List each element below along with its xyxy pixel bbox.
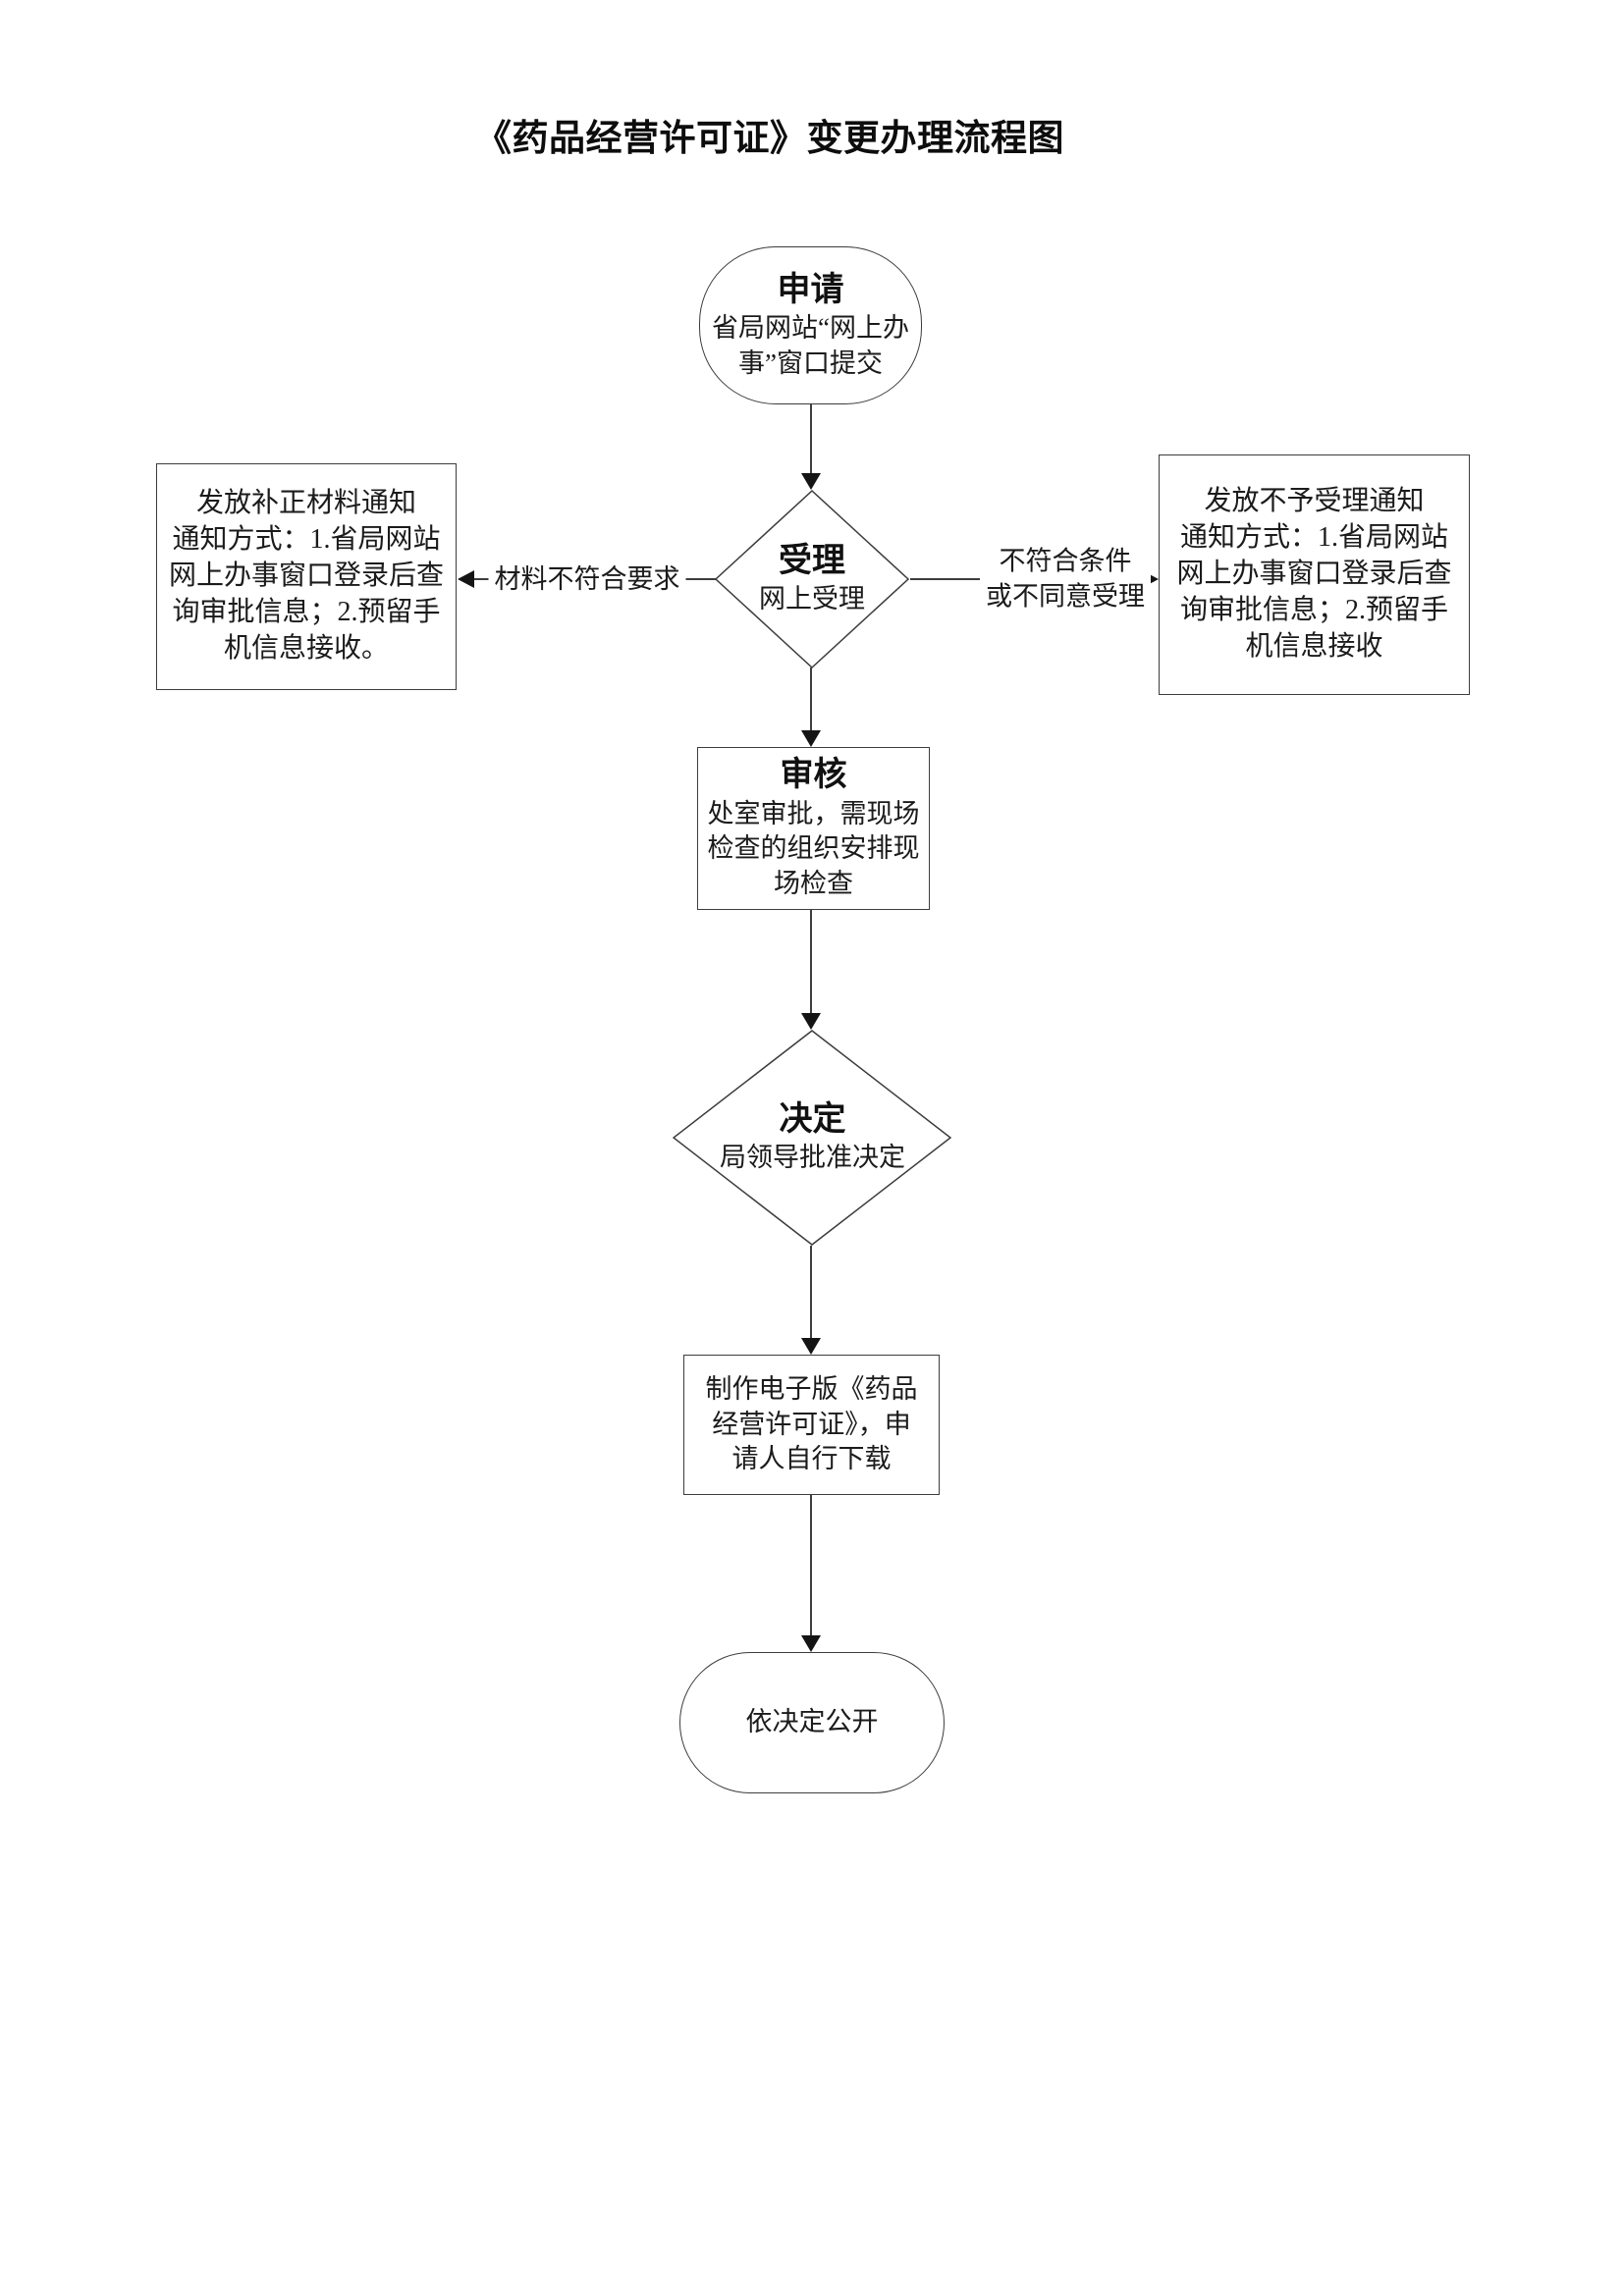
node-apply-heading: 申请 bbox=[777, 271, 844, 308]
node-review: 审核 处室审批，需现场 检查的组织安排现 场检查 bbox=[697, 747, 930, 910]
node-accept-diamond-shape bbox=[715, 490, 909, 668]
node-decision-diamond-shape bbox=[673, 1030, 952, 1246]
arrow-down-icon bbox=[801, 730, 821, 747]
node-reject-heading: 发放不予受理通知 bbox=[1204, 486, 1425, 517]
node-review-heading: 审核 bbox=[780, 757, 847, 794]
connector-accept-review bbox=[810, 667, 812, 730]
node-license: 制作电子版《药品 经营许可证》，申 请人自行下载 bbox=[683, 1355, 940, 1495]
connector-apply-accept bbox=[810, 404, 812, 473]
node-apply-desc: 省局网站“网上办 事”窗口提交 bbox=[712, 313, 909, 378]
node-supplement-heading: 发放补正材料通知 bbox=[195, 488, 416, 519]
node-reject-body: 通知方式：1.省局网站 网上办事窗口登录后查 询审批信息；2.预留手 机信息接收 bbox=[1176, 522, 1452, 662]
edge-material-label: 材料不符合要求 bbox=[488, 559, 686, 600]
connector-decision-license bbox=[810, 1246, 812, 1338]
connector-review-decision bbox=[810, 910, 812, 1013]
connector-license-publish bbox=[810, 1495, 812, 1635]
edge-conditions-label: 不符合条件 或不同意受理 bbox=[980, 541, 1151, 617]
node-supplement-notice: 发放补正材料通知 通知方式：1.省局网站 网上办事窗口登录后查 询审批信息；2.… bbox=[156, 463, 457, 690]
page-title: 《药品经营许可证》变更办理流程图 bbox=[475, 118, 1064, 158]
node-review-desc: 处室审批，需现场 检查的组织安排现 场检查 bbox=[707, 798, 920, 899]
node-supplement-body: 通知方式：1.省局网站 网上办事窗口登录后查 询审批信息；2.预留手 机信息接收… bbox=[168, 524, 444, 664]
arrow-down-icon bbox=[801, 473, 821, 490]
arrow-down-icon bbox=[801, 1338, 821, 1355]
node-publish-text: 依决定公开 bbox=[745, 1707, 879, 1737]
arrow-down-icon bbox=[801, 1635, 821, 1652]
node-apply: 申请 省局网站“网上办 事”窗口提交 bbox=[699, 246, 922, 404]
arrow-left-icon bbox=[458, 570, 474, 588]
arrow-down-icon bbox=[801, 1013, 821, 1030]
node-license-text: 制作电子版《药品 经营许可证》，申 请人自行下载 bbox=[705, 1374, 918, 1474]
node-reject-notice: 发放不予受理通知 通知方式：1.省局网站 网上办事窗口登录后查 询审批信息；2.… bbox=[1159, 454, 1470, 695]
node-publish: 依决定公开 bbox=[679, 1652, 945, 1793]
